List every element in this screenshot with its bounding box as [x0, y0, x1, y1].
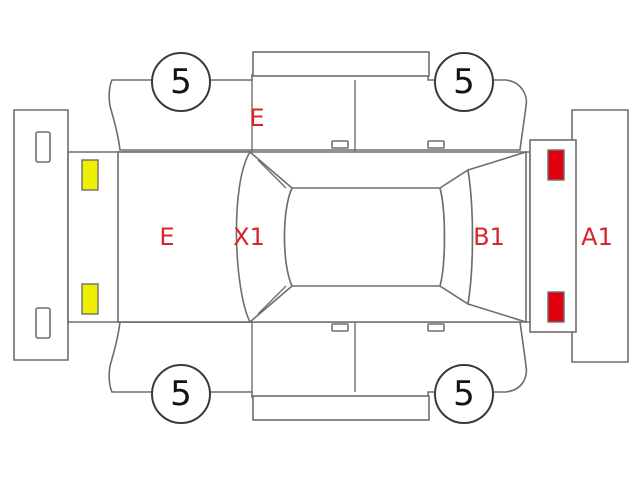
tire-front-right: 5	[151, 364, 211, 424]
code-rear-bumper: A1	[581, 223, 613, 251]
tire-rear-left-rating: 5	[453, 62, 475, 102]
code-hood: E	[159, 223, 174, 251]
code-left-front-fender: E	[249, 104, 264, 132]
code-windshield: X1	[233, 223, 265, 251]
left-roof-rail	[252, 51, 430, 77]
tire-front-left-rating: 5	[170, 62, 192, 102]
left-side-panel	[108, 74, 528, 152]
rear-right-taillamp	[547, 291, 565, 323]
tire-rear-right: 5	[434, 364, 494, 424]
right-roof-rail	[252, 395, 430, 421]
rear-left-taillamp	[547, 149, 565, 181]
tire-rear-left: 5	[434, 52, 494, 112]
tire-front-right-rating: 5	[170, 374, 192, 414]
front-left-headlamp	[81, 159, 99, 191]
tire-front-left: 5	[151, 52, 211, 112]
code-rear-glass: B1	[473, 223, 505, 251]
front-bumper	[13, 109, 69, 361]
front-right-headlamp	[81, 283, 99, 315]
tire-rear-right-rating: 5	[453, 374, 475, 414]
